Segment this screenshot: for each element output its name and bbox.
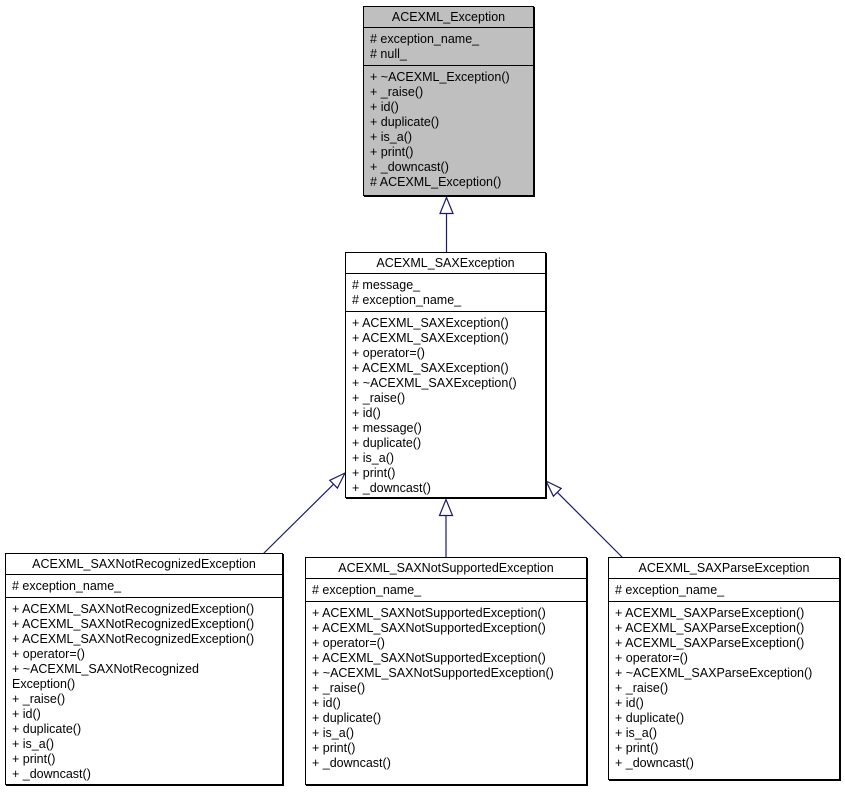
method: + ~ACEXML_SAXNotRecognized xyxy=(12,662,199,676)
method: + ACEXML_SAXException() xyxy=(352,361,509,375)
class-attributes: # exception_name_ xyxy=(306,579,586,602)
method: + _downcast() xyxy=(12,767,91,781)
method: + _downcast() xyxy=(312,756,391,770)
class-box-acexml-saxnotsupportedexception[interactable]: ACEXML_SAXNotSupportedException # except… xyxy=(305,557,587,785)
method: + ACEXML_SAXParseException() xyxy=(615,606,805,620)
method: + print() xyxy=(12,752,56,766)
attribute: # exception_name_ xyxy=(352,293,462,307)
method: + _raise() xyxy=(615,681,669,695)
attribute: # null_ xyxy=(370,47,407,61)
method: + is_a() xyxy=(12,737,55,751)
class-methods: + ACEXML_SAXException() + ACEXML_SAXExce… xyxy=(346,312,545,497)
method: + operator=() xyxy=(12,647,85,661)
method: + ACEXML_SAXNotSupportedException() xyxy=(312,651,546,665)
method: + print() xyxy=(352,466,396,480)
method: + ACEXML_SAXParseException() xyxy=(615,621,805,635)
method: + ~ACEXML_SAXParseException() xyxy=(615,666,813,680)
inheritance-arrow-notsupported-to-saxexception xyxy=(438,497,454,557)
attribute: # message_ xyxy=(352,278,421,292)
method: + ACEXML_SAXNotRecognizedException() xyxy=(12,632,255,646)
method: + _downcast() xyxy=(352,481,431,495)
method: + duplicate() xyxy=(312,711,382,725)
class-methods: + ACEXML_SAXNotSupportedException() + AC… xyxy=(306,602,586,784)
class-box-acexml-saxnotrecognizedexception[interactable]: ACEXML_SAXNotRecognizedException # excep… xyxy=(5,553,283,785)
class-title: ACEXML_SAXNotSupportedException xyxy=(306,558,586,579)
class-methods: + ~ACEXML_Exception() + _raise() + id() … xyxy=(364,66,533,195)
method: + ACEXML_SAXParseException() xyxy=(615,636,805,650)
method: + id() xyxy=(312,696,341,710)
class-box-acexml-saxparseexception[interactable]: ACEXML_SAXParseException # exception_nam… xyxy=(608,557,840,780)
method: + id() xyxy=(370,100,399,114)
class-attributes: # message_ # exception_name_ xyxy=(346,274,545,312)
method-wrap-continuation: Exception() xyxy=(12,677,76,691)
method: + duplicate() xyxy=(352,436,422,450)
method: + id() xyxy=(12,707,41,721)
class-attributes: # exception_name_ xyxy=(6,575,282,598)
method: + ACEXML_SAXException() xyxy=(352,316,509,330)
method: + message() xyxy=(352,421,422,435)
method: + ACEXML_SAXNotSupportedException() xyxy=(312,621,546,635)
method: + duplicate() xyxy=(12,722,82,736)
method: + _raise() xyxy=(12,692,66,706)
class-title: ACEXML_SAXNotRecognizedException xyxy=(6,554,282,575)
method: + is_a() xyxy=(352,451,395,465)
method: + ACEXML_SAXNotRecognizedException() xyxy=(12,617,255,631)
method: + operator=() xyxy=(312,636,385,650)
method: + _downcast() xyxy=(615,756,694,770)
attribute: # exception_name_ xyxy=(12,579,122,593)
method: + ~ACEXML_SAXException() xyxy=(352,376,517,390)
method: + is_a() xyxy=(312,726,355,740)
method: + print() xyxy=(312,741,356,755)
method: + duplicate() xyxy=(370,115,440,129)
inheritance-arrow-notrecognized-to-saxexception xyxy=(262,471,347,555)
class-methods: + ACEXML_SAXNotRecognizedException() + A… xyxy=(6,598,282,784)
method: + _downcast() xyxy=(370,160,449,174)
class-title: ACEXML_SAXException xyxy=(346,253,545,274)
attribute: # exception_name_ xyxy=(370,32,480,46)
method: + _raise() xyxy=(352,391,406,405)
method: # ACEXML_Exception() xyxy=(370,175,502,189)
inheritance-arrow-parse-to-saxexception xyxy=(544,479,623,558)
method: + id() xyxy=(352,406,381,420)
method: + operator=() xyxy=(615,651,688,665)
method: + ACEXML_SAXNotSupportedException() xyxy=(312,606,546,620)
class-title: ACEXML_Exception xyxy=(364,7,533,28)
class-box-acexml-exception: ACEXML_Exception # exception_name_ # nul… xyxy=(363,6,534,196)
method: + is_a() xyxy=(615,726,658,740)
method: + id() xyxy=(615,696,644,710)
class-attributes: # exception_name_ # null_ xyxy=(364,28,533,66)
class-title: ACEXML_SAXParseException xyxy=(609,558,839,579)
method: + ~ACEXML_SAXNotSupportedException() xyxy=(312,666,554,680)
method: + print() xyxy=(615,741,659,755)
method: + operator=() xyxy=(352,346,425,360)
method: + ACEXML_SAXException() xyxy=(352,331,509,345)
method: + ACEXML_SAXNotRecognizedException() xyxy=(12,602,255,616)
attribute: # exception_name_ xyxy=(615,583,725,597)
method: + _raise() xyxy=(370,85,424,99)
class-box-acexml-saxexception[interactable]: ACEXML_SAXException # message_ # excepti… xyxy=(345,252,546,498)
method: + print() xyxy=(370,145,414,159)
method: + ~ACEXML_Exception() xyxy=(370,70,510,84)
class-methods: + ACEXML_SAXParseException() + ACEXML_SA… xyxy=(609,602,839,779)
method: + _raise() xyxy=(312,681,366,695)
class-attributes: # exception_name_ xyxy=(609,579,839,602)
method: + duplicate() xyxy=(615,711,685,725)
inheritance-arrow-saxexception-to-exception xyxy=(439,195,454,253)
attribute: # exception_name_ xyxy=(312,583,422,597)
method: + is_a() xyxy=(370,130,413,144)
